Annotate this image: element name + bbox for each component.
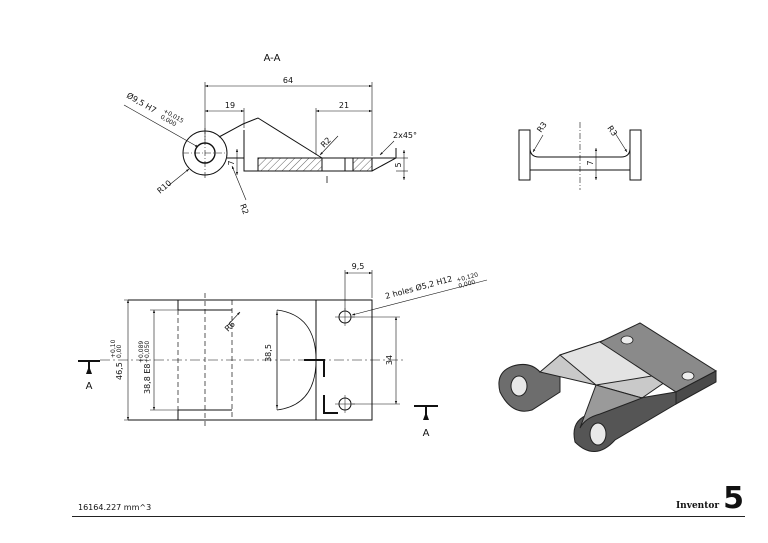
section-view-a-a: A-A 64 19 21 Ø9,5 H7 +0,015 0,000	[123, 53, 417, 216]
hatched-section-end	[352, 157, 373, 172]
dim-r-outer: R10	[156, 179, 174, 196]
holes-tol-lower: 0,000	[458, 279, 477, 290]
arm-upper-edge	[218, 117, 323, 159]
dim-r-small-a: R2	[319, 136, 333, 150]
dim-thick-left: 7	[227, 160, 236, 165]
dim-right: 21	[339, 101, 349, 110]
side-thick: 7	[586, 160, 595, 165]
section-title: A-A	[264, 53, 281, 64]
hatched-section	[257, 157, 323, 172]
inner-tol-lower: +0,050	[144, 341, 151, 363]
side-flange-right	[629, 129, 642, 181]
side-r-left: R3	[535, 120, 548, 134]
plan-view: 9,5 2 holes Ø5,2 H12 +0,120 0,000 46,5 +…	[78, 262, 488, 439]
outer-tol-upper: +0,10	[110, 339, 117, 358]
side-flange-left	[518, 129, 531, 181]
brand-number: 5	[723, 481, 744, 516]
iso-front-hole	[589, 422, 607, 446]
brand-block: Inventor 5	[676, 484, 744, 514]
volume-readout: 16164.227 mm^3	[78, 503, 152, 512]
dim-left: 19	[225, 101, 235, 110]
dim-thick-right: 5	[394, 162, 403, 167]
brand-name: Inventor	[675, 501, 720, 511]
iso-rear-hole	[510, 375, 528, 397]
side-view: R3 R3 7	[518, 120, 642, 190]
dim-bore: Ø9,5 H7	[125, 90, 158, 115]
dim-top: 9,5	[352, 262, 365, 271]
section-marker-right: A	[423, 428, 430, 439]
outer-tol-lower: 0,00	[116, 344, 123, 358]
section-marker-left: A	[86, 381, 93, 392]
dim-pitch: 34	[385, 355, 394, 365]
dim-r-small-b: R2	[238, 203, 250, 216]
dim-slot: 38,5	[264, 344, 273, 362]
dim-inner-height: 38,8 E8	[143, 364, 152, 395]
dim-holes: 2 holes Ø5,2 H12	[384, 273, 453, 301]
isometric-view	[498, 322, 717, 452]
dim-chamfer: 2x45°	[393, 131, 417, 140]
dim-outer-height: 46,5	[115, 362, 124, 380]
inner-tol-upper: +0,089	[138, 341, 145, 363]
dim-overall: 64	[283, 76, 293, 85]
dim-radius: R6	[223, 320, 237, 334]
footer-divider	[72, 516, 745, 517]
